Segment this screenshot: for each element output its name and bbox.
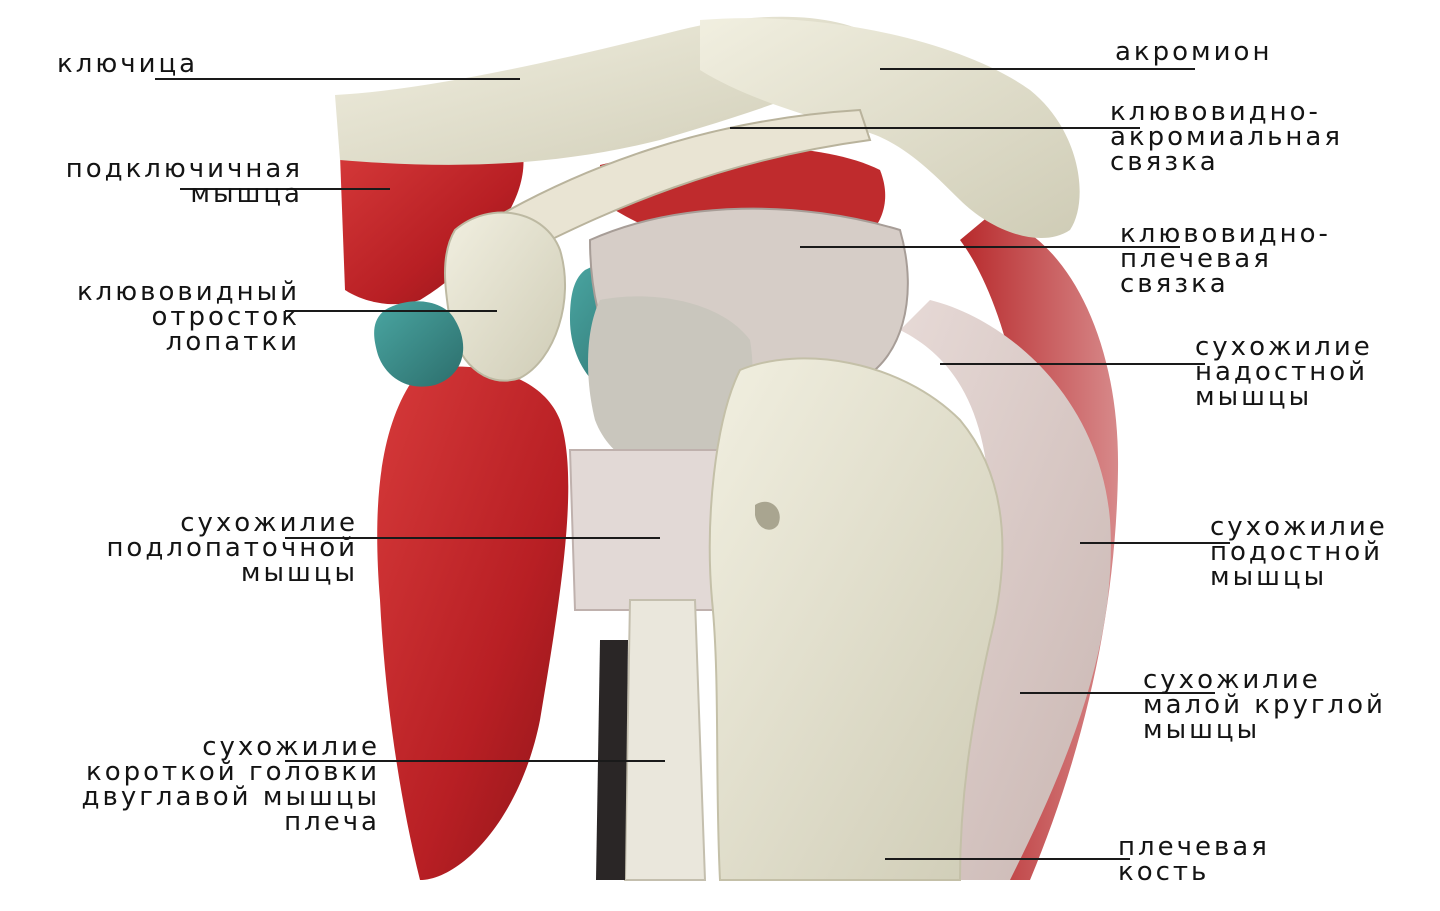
label-line: лопатки [77,330,300,355]
label-line: мышцы [1210,565,1388,590]
label-clavicle: ключица [57,52,198,77]
label-teres-minor-tendon: сухожилие малой круглой мышцы [1143,668,1386,743]
label-acromion: акромион [1115,40,1272,65]
coracoid-process-shape [445,213,565,381]
leader-line [155,78,520,80]
label-line: связка [1120,272,1331,297]
cartilage-teal-shape [374,301,463,386]
subscapularis-tendon-shape [570,450,725,610]
label-line: связка [1110,150,1343,175]
leader-line [885,858,1130,860]
label-line: акромион [1115,40,1272,65]
label-biceps-short-head-tendon: сухожилие короткой головки двуглавой мыш… [82,735,380,835]
label-line: мышца [66,182,303,207]
label-line: мышцы [106,561,358,586]
label-line: мышцы [1143,718,1386,743]
humerus-shape [710,358,1003,880]
subscapularis-muscle-shape [377,367,568,880]
label-infraspinatus-tendon: сухожилие подостной мышцы [1210,515,1388,590]
leader-line [285,310,497,312]
biceps-tendon-shape [625,600,705,880]
leader-line [940,363,1205,365]
label-line: мышцы [1195,385,1373,410]
label-humerus: плечевая кость [1118,835,1270,885]
label-subclavius: подключичная мышца [66,157,303,207]
leader-line [730,127,1140,129]
label-subscapularis-tendon: сухожилие подлопаточной мышцы [106,511,358,586]
label-coracoacromial-ligament: клювовидно- акромиальная связка [1110,100,1343,175]
label-supraspinatus-tendon: сухожилие надостной мышцы [1195,335,1373,410]
label-line: плеча [82,810,380,835]
leader-line [1080,542,1230,544]
label-coracoid-process: клювовидный отросток лопатки [77,280,300,355]
label-line: ключица [57,52,198,77]
label-coracohumeral-ligament: клювовидно- плечевая связка [1120,222,1331,297]
label-line: кость [1118,860,1270,885]
leader-line [880,68,1195,70]
